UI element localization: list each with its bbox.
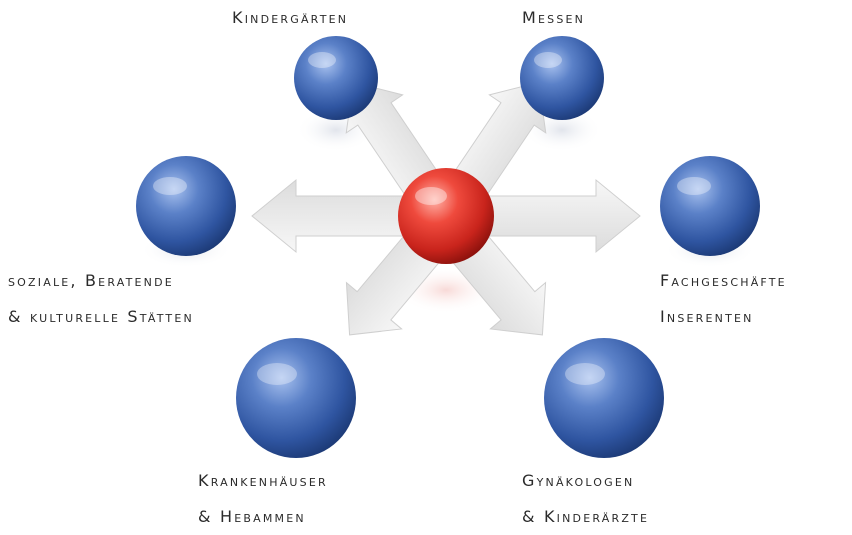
label-line: Inserenten: [660, 307, 754, 326]
label-line: & Hebammen: [198, 507, 306, 526]
label-line: Gynäkologen: [522, 471, 635, 490]
label-krankenhaeuser: Krankenhäuser & Hebammen: [198, 463, 328, 535]
node-messen: [520, 36, 604, 120]
label-messen: Messen: [522, 0, 585, 36]
diagram-canvas: [136, 36, 760, 458]
label-gynaekologen: Gynäkologen & Kinderärzte: [522, 463, 649, 535]
node-krankenhaeuser: [236, 338, 356, 458]
node-fachgeschaefte: [660, 156, 760, 256]
label-fachgeschaefte: Fachgeschäfte Inserenten: [660, 263, 787, 335]
target-nodes: [136, 36, 760, 458]
label-line: Fachgeschäfte: [660, 271, 787, 290]
node-soziale: [136, 156, 236, 256]
label-line: soziale, Beratende: [8, 271, 174, 290]
label-soziale: soziale, Beratende & kulturelle Stätten: [8, 263, 194, 335]
label-line: Krankenhäuser: [198, 471, 328, 490]
node-kindergaerten: [294, 36, 378, 120]
node-gynaekologen: [544, 338, 664, 458]
label-line: Kindergärten: [232, 8, 349, 27]
center-node: [398, 168, 494, 264]
label-line: & Kinderärzte: [522, 507, 650, 526]
label-line: & kulturelle Stätten: [8, 307, 194, 326]
label-kindergaerten: Kindergärten: [232, 0, 348, 36]
label-line: Messen: [522, 8, 586, 27]
